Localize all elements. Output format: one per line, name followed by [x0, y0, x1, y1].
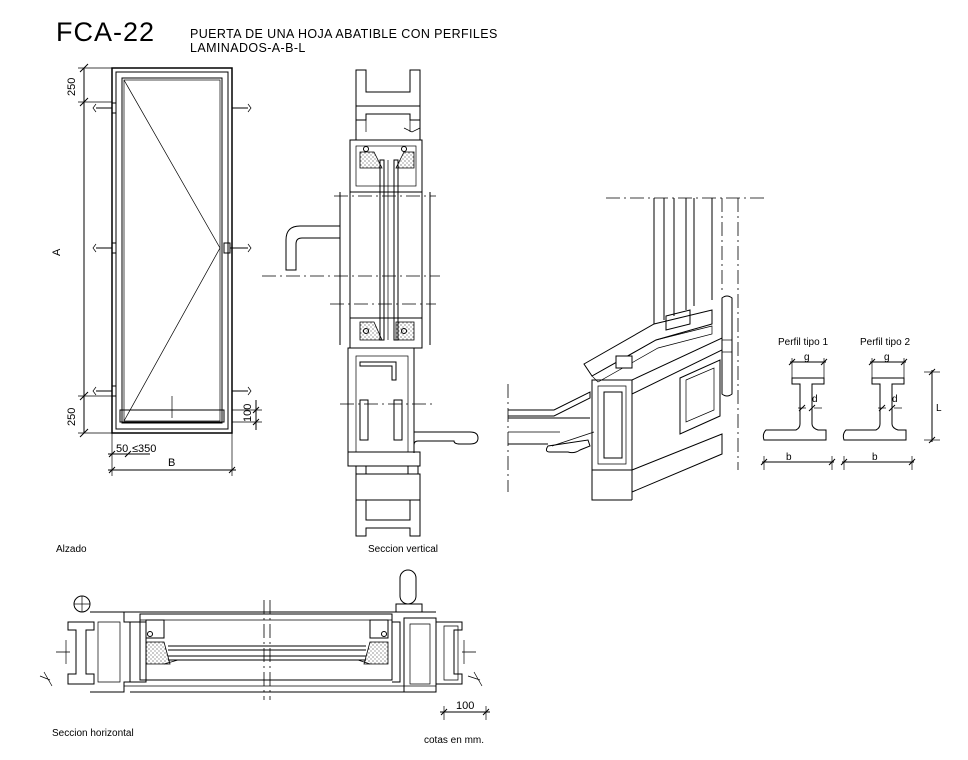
profile-type1-d: d — [812, 394, 818, 405]
units-note: cotas en mm. — [424, 735, 484, 746]
label-seccion-vertical: Seccion vertical — [368, 544, 438, 555]
profile-type2-d: d — [892, 394, 898, 405]
profile-type2-g: g — [884, 352, 890, 363]
profile-type1: Perfil tipo 1 g d b — [760, 337, 836, 470]
vertical-section-view: Seccion vertical — [262, 69, 479, 555]
dim-handle-offset: ≤350 — [132, 443, 156, 455]
drawing-title-line2: LAMINADOS-A-B-L — [190, 41, 306, 55]
drawing-code: FCA-22 — [56, 17, 155, 47]
hinge-pin-icon — [73, 595, 91, 613]
handle-icon — [223, 103, 252, 396]
profile-type1-g: g — [804, 352, 810, 363]
horizontal-section-view: 100 Seccion horizontal cotas en mm. — [39, 569, 490, 746]
profile-type1-label: Perfil tipo 1 — [778, 337, 828, 348]
profile-type2-b: b — [872, 452, 878, 463]
drawing-title-line1: PUERTA DE UNA HOJA ABATIBLE CON PERFILES — [190, 27, 498, 41]
door-knob-icon — [395, 569, 423, 613]
profile-type1-b: b — [786, 452, 792, 463]
dim-width: B — [168, 457, 175, 469]
scale-bar-value: 100 — [456, 700, 474, 712]
profile-type2: Perfil tipo 2 g d L b — [840, 337, 942, 470]
dim-bottom: 250 — [66, 408, 78, 426]
hinge-icon — [92, 102, 117, 397]
header: FCA-22 PUERTA DE UNA HOJA ABATIBLE CON P… — [56, 17, 498, 55]
isometric-detail-view — [507, 197, 766, 501]
elevation-view: 250 A 250 50 ≤350 B 100 Alzado — [51, 63, 262, 555]
label-alzado: Alzado — [56, 544, 87, 555]
dim-kick: 100 — [242, 404, 254, 422]
dim-left-offset: 50 — [116, 443, 128, 455]
label-seccion-horizontal: Seccion horizontal — [52, 728, 134, 739]
profile-type2-label: Perfil tipo 2 — [860, 337, 910, 348]
profile-type2-L: L — [936, 403, 942, 414]
dim-height: A — [51, 248, 63, 256]
dim-top: 250 — [66, 78, 78, 96]
